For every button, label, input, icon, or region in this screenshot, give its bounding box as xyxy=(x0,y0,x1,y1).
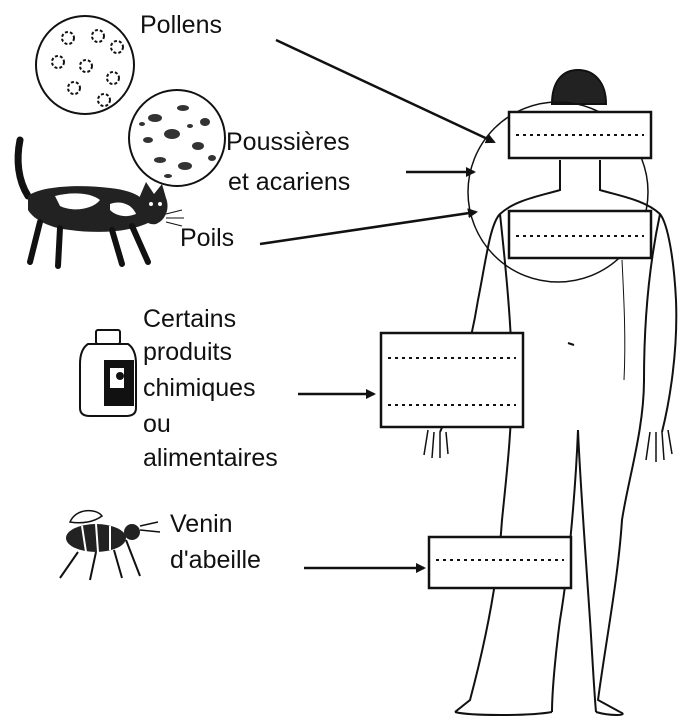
label-venom-line1: Venin xyxy=(170,510,233,539)
dust-mites-icon xyxy=(129,90,225,186)
answer-box-lungs[interactable] xyxy=(509,211,651,258)
label-chem-line5: alimentaires xyxy=(143,444,278,473)
arrows xyxy=(260,40,494,568)
label-chem-line1: Certains xyxy=(143,305,236,334)
label-dust-line1: Poussières xyxy=(226,128,350,157)
answer-box-skin[interactable] xyxy=(429,537,571,588)
bee-icon xyxy=(60,511,160,580)
label-dust-line2: et acariens xyxy=(228,168,350,197)
label-pollens: Pollens xyxy=(140,11,222,40)
arrow-hairs xyxy=(260,212,476,244)
chemical-bottle-icon xyxy=(80,330,136,416)
label-hairs: Poils xyxy=(180,224,234,253)
pollen-icon xyxy=(36,16,134,114)
label-chem-line2: produits xyxy=(143,338,232,367)
answer-box-eyes[interactable] xyxy=(509,112,651,158)
label-chem-line3: chimiques xyxy=(143,374,256,403)
answer-box-digestive[interactable] xyxy=(381,333,523,427)
label-chem-line4: ou xyxy=(143,410,171,439)
label-venom-line2: d'abeille xyxy=(170,546,261,575)
arrow-pollens xyxy=(276,40,494,142)
